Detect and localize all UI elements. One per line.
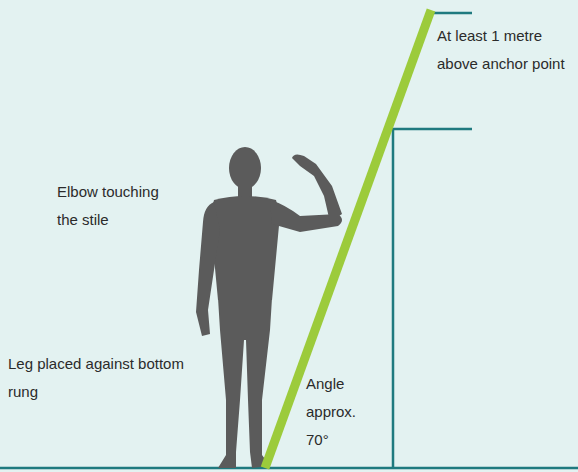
height-marker <box>432 12 472 15</box>
angle-label: Angle approx. 70° <box>306 370 370 454</box>
note-label: At least 1 metre above anchor point <box>437 22 575 78</box>
ground-line <box>0 467 578 470</box>
note-label: Elbow touching the stile <box>57 178 177 234</box>
wall-outline <box>393 129 472 468</box>
note-label: Leg placed against bottom rung <box>8 350 188 406</box>
ladder-stile <box>265 10 431 468</box>
